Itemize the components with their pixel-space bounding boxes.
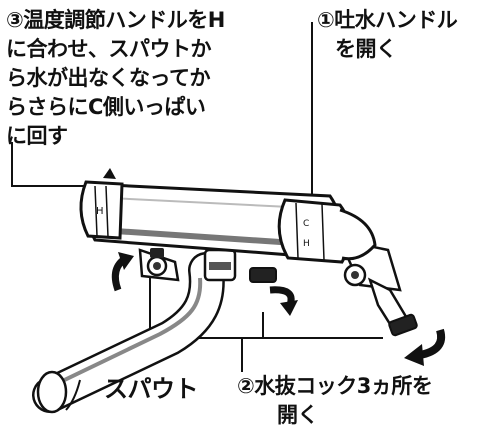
step2-text-1: 水抜コック3ヵ所を (254, 374, 433, 398)
step3-line-4: らさらにC側いっぱい (6, 95, 206, 119)
step1-line-1: ①吐水ハンドル (317, 6, 458, 35)
svg-text:C: C (303, 219, 309, 229)
drain-cock-right (388, 313, 418, 337)
step2-line-2: 開く (277, 403, 319, 427)
step1-text-1: 吐水ハンドル (334, 8, 458, 32)
drain-cock-center (249, 267, 277, 283)
step3-line-2: に合わせ、スパウトか (6, 37, 211, 61)
leader-line-step3 (11, 142, 88, 187)
step3-line-3: ら水が出なくなってか (6, 66, 210, 90)
step1-instruction: ①吐水ハンドル を開く (317, 6, 458, 64)
step2-number: ② (237, 374, 255, 398)
spout-outlet (36, 370, 68, 414)
step1-number: ① (317, 8, 335, 32)
step2-line-1: ②水抜コック3ヵ所を (237, 372, 433, 401)
step3-line-1: ③温度調節ハンドルをH (6, 6, 225, 35)
step3-line-5: に回す (6, 124, 68, 148)
spout-label: スパウト (104, 375, 199, 403)
drain-cock-left (150, 248, 164, 258)
step2-instruction: ②水抜コック3ヵ所を 開く (237, 372, 433, 430)
step3-text-1: 温度調節ハンドルをH (23, 8, 225, 32)
rotate-arrow-right (419, 328, 445, 359)
step1-line-2: を開く (335, 37, 397, 61)
svg-text:H: H (96, 206, 104, 217)
step3-instruction: ③温度調節ハンドルをH に合わせ、スパウトか ら水が出なくなってか らさらにC側… (6, 6, 225, 151)
temperature-handle (79, 180, 124, 240)
step3-number: ③ (6, 8, 24, 32)
water-discharge-handle (277, 198, 352, 264)
svg-text:H: H (303, 239, 310, 249)
